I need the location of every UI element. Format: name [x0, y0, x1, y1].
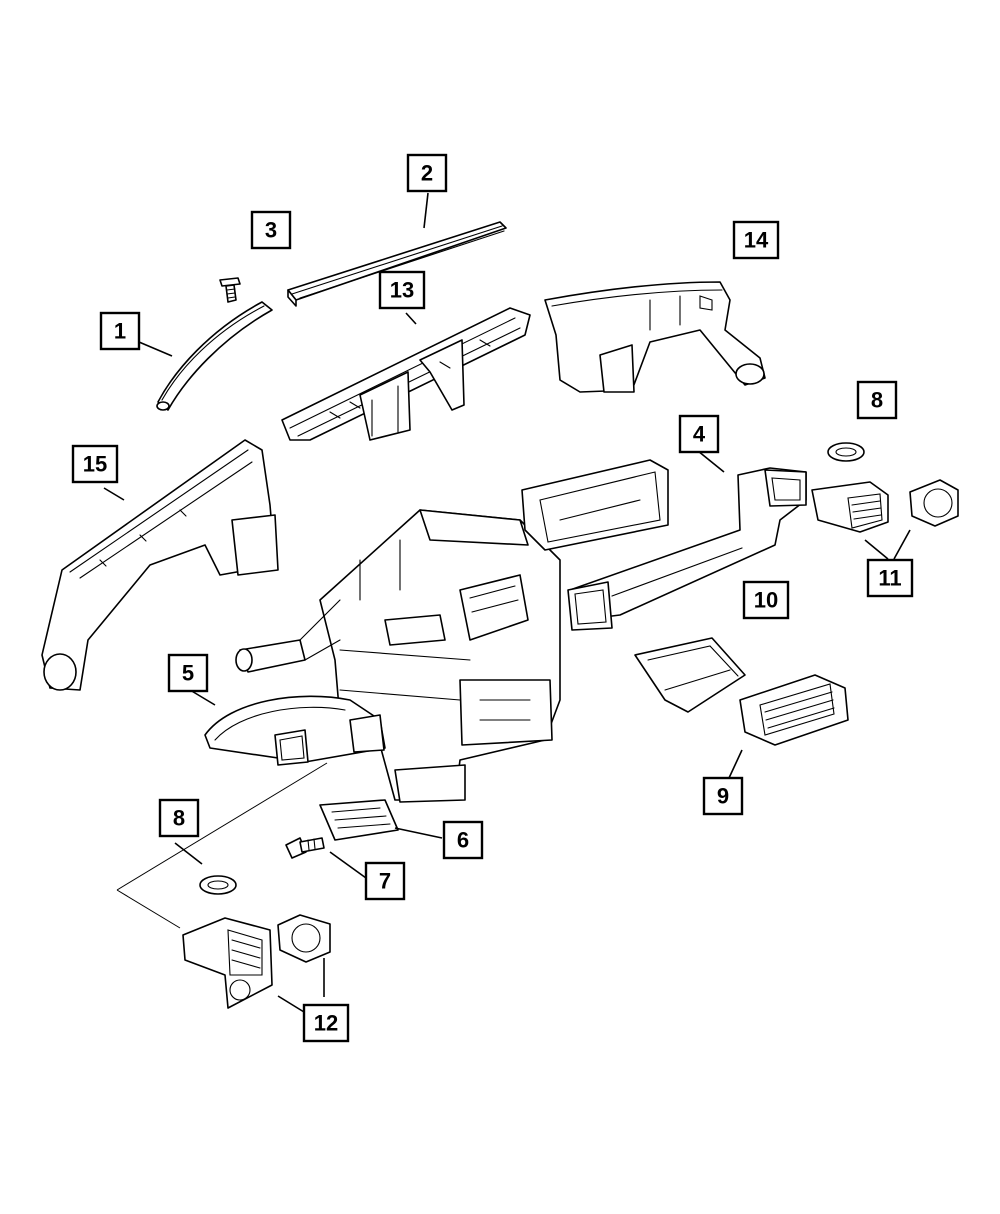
leader-lines — [103, 192, 911, 1013]
callout-3: 3 — [250, 210, 292, 250]
callout-1-label: 1 — [114, 319, 126, 344]
part-13-upper-center-duct — [281, 307, 531, 441]
part-8-cap-left — [199, 875, 237, 895]
part-8-cap-right — [827, 442, 865, 462]
callout-8-top: 8 — [856, 380, 898, 420]
callout-8-bottom-label: 8 — [173, 806, 185, 831]
part-12-left-outlets — [182, 914, 331, 1009]
callout-8-bottom: 8 — [158, 798, 200, 838]
callout-9-label: 9 — [717, 784, 729, 809]
callout-12: 12 — [302, 1003, 350, 1043]
part-7-screw — [285, 837, 325, 859]
callout-11: 11 — [866, 558, 914, 598]
part-14-right-upper-duct — [544, 281, 766, 393]
callout-15: 15 — [71, 444, 119, 484]
part-11-right-outlets — [811, 479, 959, 533]
part-5-lower-left-duct — [204, 695, 386, 766]
part-4-long-right-duct — [567, 467, 807, 631]
callout-4-label: 4 — [693, 422, 706, 447]
callout-2-label: 2 — [421, 161, 433, 186]
part-6-floor-outlet — [319, 799, 399, 841]
callout-8-top-label: 8 — [871, 388, 883, 413]
callout-5-label: 5 — [182, 661, 194, 686]
callout-2: 2 — [406, 153, 448, 193]
callout-11-label: 11 — [878, 566, 901, 591]
part-10-adapter — [634, 637, 746, 713]
callout-14: 14 — [732, 220, 780, 260]
callout-15-label: 15 — [83, 452, 107, 477]
part-9-center-outlet — [739, 674, 849, 746]
callout-3-label: 3 — [265, 218, 277, 243]
callout-13-label: 13 — [390, 278, 414, 303]
part-15-left-upper-duct — [41, 439, 279, 691]
hvac-housing — [235, 459, 669, 803]
callout-10-label: 10 — [754, 588, 778, 613]
callout-1: 1 — [99, 311, 141, 351]
callout-9: 9 — [702, 776, 744, 816]
callout-12-label: 12 — [314, 1011, 338, 1036]
callout-6-label: 6 — [457, 828, 469, 853]
callout-13: 13 — [378, 270, 426, 310]
callout-14-label: 14 — [744, 228, 769, 253]
callout-6: 6 — [442, 820, 484, 860]
part-3-screw — [219, 277, 241, 303]
callout-7: 7 — [364, 861, 406, 901]
callout-10: 10 — [742, 580, 790, 620]
part-1-side-bezel — [156, 301, 273, 411]
callout-4: 4 — [678, 414, 720, 454]
callout-5: 5 — [167, 653, 209, 693]
part-2-defroster-strip — [287, 221, 507, 307]
callout-7-label: 7 — [379, 869, 391, 894]
